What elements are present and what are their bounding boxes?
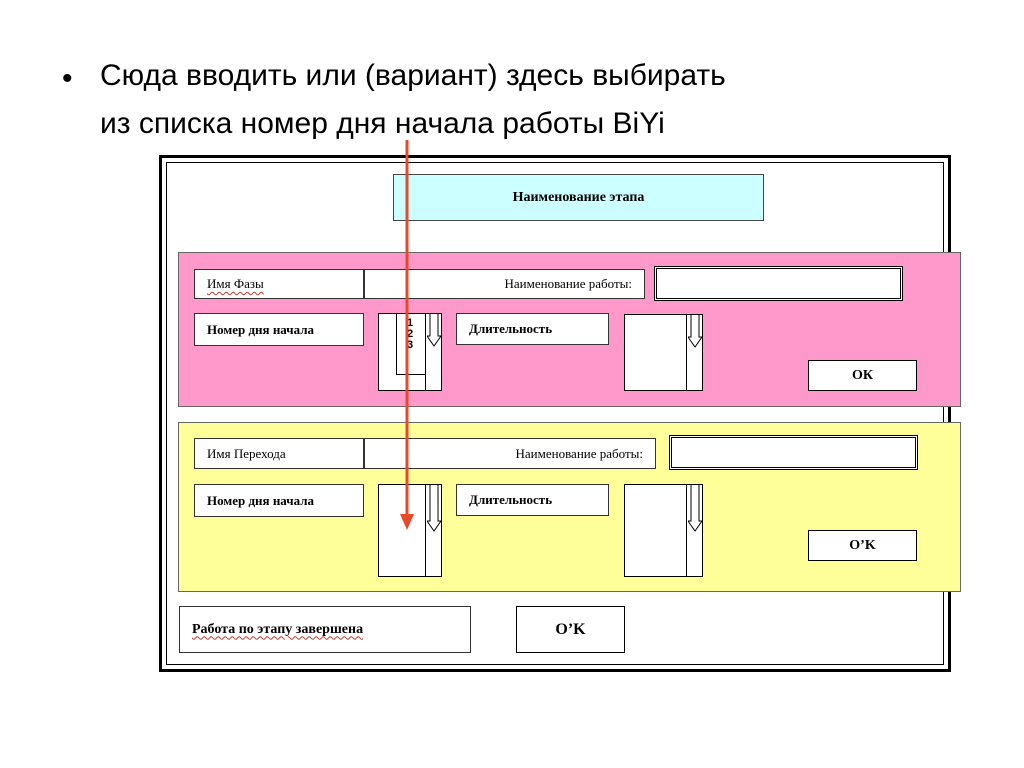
chevron-down-icon[interactable] — [688, 485, 702, 533]
phase-ok-button[interactable]: ОК — [808, 360, 917, 391]
transition-ok-button[interactable]: O’K — [808, 530, 917, 561]
phase-work-name-label: Наименование работы: — [364, 269, 645, 299]
list-divider — [396, 374, 426, 375]
transition-start-day-scrollbar[interactable] — [425, 485, 441, 576]
arrow-down-icon — [400, 140, 414, 530]
stage-ok-button[interactable]: O’K — [516, 606, 625, 653]
phase-work-name-input[interactable] — [654, 266, 903, 301]
phase-start-day-label: Номер дня начала — [194, 313, 364, 346]
transition-duration-label: Длительность — [456, 484, 609, 516]
chevron-down-icon[interactable] — [688, 315, 702, 349]
phase-start-day-list[interactable]: 1 2 3 — [378, 313, 442, 391]
phase-name-label: Имя Фазы — [194, 269, 364, 299]
phase-duration-scrollbar[interactable] — [686, 315, 702, 390]
phase-start-day-options: 1 2 3 — [407, 318, 413, 351]
stage-title: Наименование этапа — [393, 174, 764, 221]
chevron-down-icon[interactable] — [427, 485, 441, 533]
transition-work-name-label: Наименование работы: — [364, 438, 656, 469]
dialog-inner-frame — [166, 162, 944, 665]
list-item[interactable]: 2 — [407, 328, 414, 340]
transition-work-name-input[interactable] — [669, 435, 918, 470]
transition-start-day-label: Номер дня начала — [194, 484, 364, 517]
stage-done-label-text: Работа по этапу завершена — [192, 621, 364, 637]
transition-start-day-list[interactable] — [378, 484, 442, 577]
phase-start-day-scrollbar[interactable] — [425, 314, 441, 390]
instruction-line-1: Сюда вводить или (вариант) здесь выбират… — [100, 59, 726, 92]
phase-name-label-text: Имя Фазы — [207, 276, 264, 291]
instruction-line-2: из списка номер дня начала работы BiYi — [100, 107, 665, 140]
transition-duration-scrollbar[interactable] — [686, 485, 702, 576]
transition-name-label: Имя Перехода — [194, 438, 364, 469]
list-item[interactable]: 1 — [407, 317, 414, 329]
list-divider — [396, 314, 397, 374]
transition-duration-list[interactable] — [624, 484, 703, 577]
phase-duration-label: Длительность — [456, 313, 609, 345]
phase-duration-list[interactable] — [624, 314, 703, 391]
list-item[interactable]: 3 — [407, 339, 414, 351]
stage-done-label: Работа по этапу завершена — [179, 606, 471, 653]
bullet-marker: • — [62, 62, 73, 95]
chevron-down-icon[interactable] — [427, 314, 441, 348]
